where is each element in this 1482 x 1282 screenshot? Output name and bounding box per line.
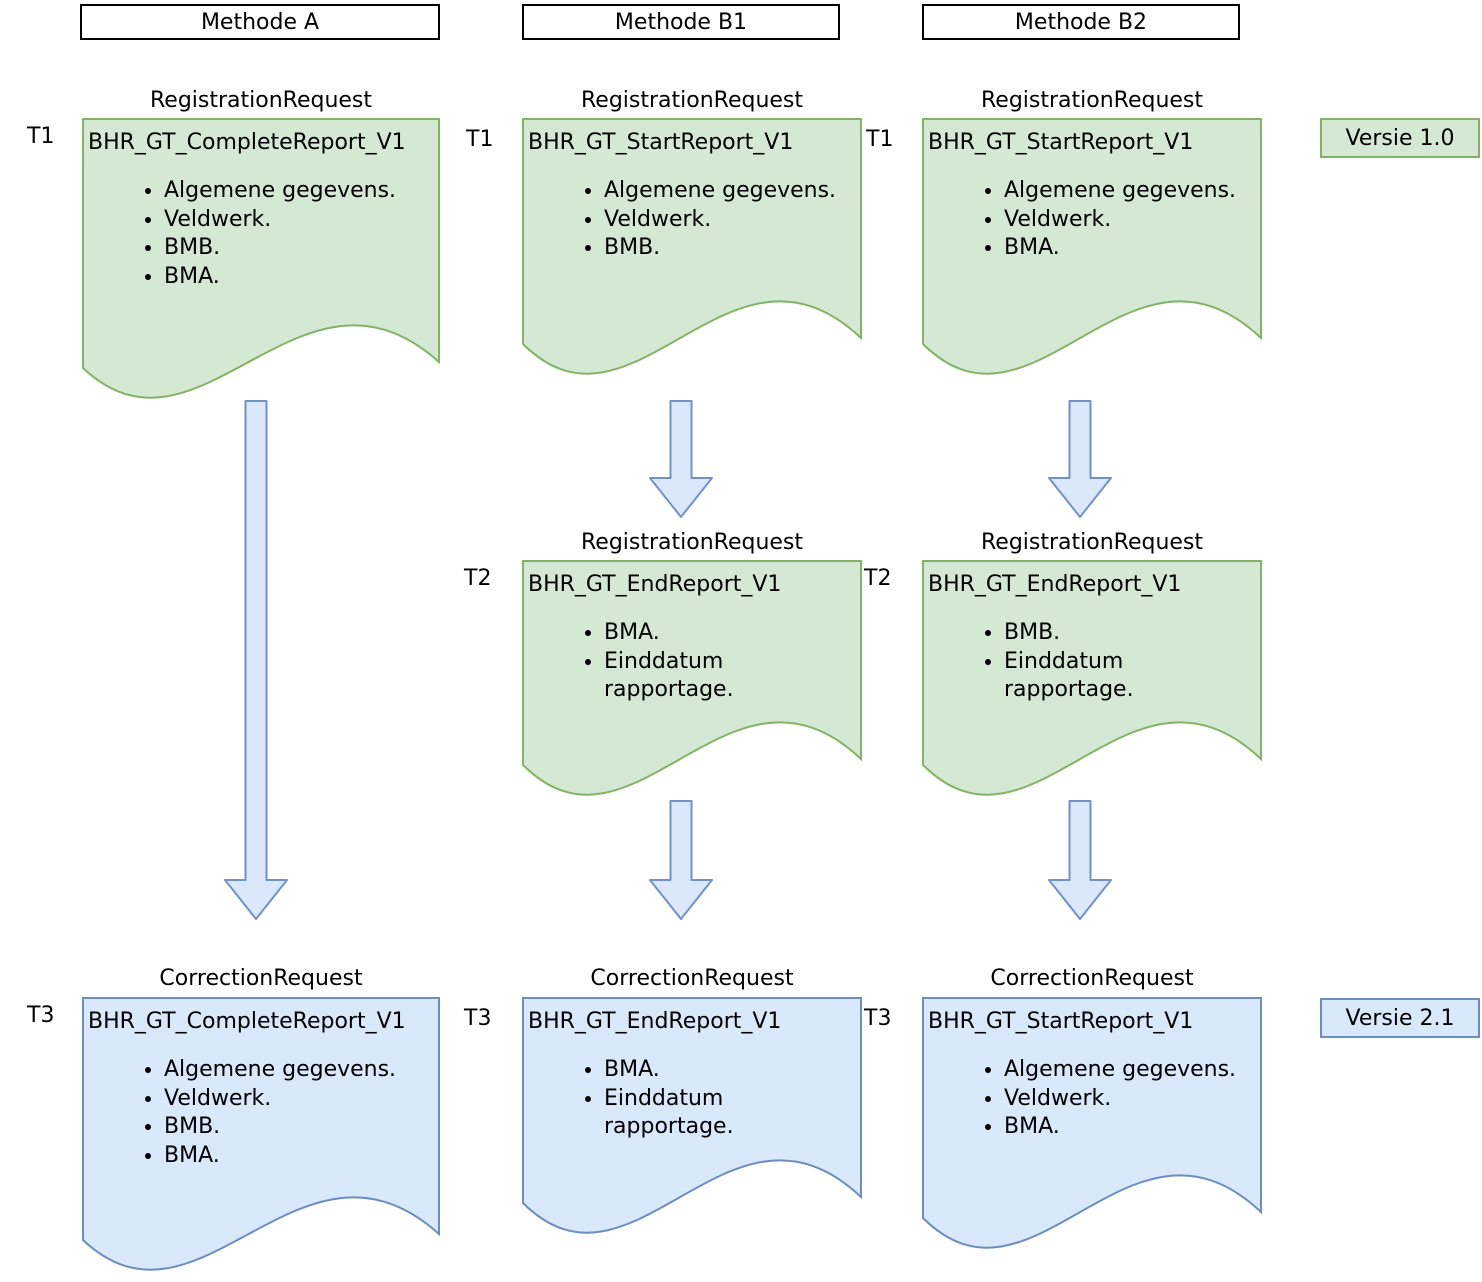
bullet-item: BMA. <box>1004 234 1248 263</box>
request-type-label: RegistrationRequest <box>980 88 1204 113</box>
time-label-t3: T3 <box>464 1006 492 1031</box>
document-node-a-t1: BHR_GT_CompleteReport_V1 Algemene gegeve… <box>82 118 440 408</box>
document-title: BHR_GT_EndReport_V1 <box>528 1009 782 1034</box>
document-bullet-list: BMA.Einddatum rapportage. <box>522 619 862 705</box>
document-node-b2-t2: BHR_GT_EndReport_V1 BMB.Einddatum rappor… <box>922 560 1262 805</box>
document-bullet-list: BMB.Einddatum rapportage. <box>922 619 1262 705</box>
document-node-b1-t1: BHR_GT_StartReport_V1 Algemene gegevens.… <box>522 118 862 384</box>
document-node-b2-t1: BHR_GT_StartReport_V1 Algemene gegevens.… <box>922 118 1262 384</box>
time-label-t2: T2 <box>464 566 492 591</box>
down-arrow-icon <box>649 800 713 920</box>
version-badge-2-1: Versie 2.1 <box>1320 998 1480 1038</box>
bullet-item: BMB. <box>604 234 848 263</box>
request-type-label: RegistrationRequest <box>580 530 804 555</box>
method-header-label: Methode A <box>200 9 320 35</box>
bullet-item: Algemene gegevens. <box>164 177 426 206</box>
bullet-item: Einddatum rapportage. <box>1004 648 1248 705</box>
time-label-t1: T1 <box>466 127 494 152</box>
method-header-a: Methode A <box>80 4 440 40</box>
document-node-b1-t2: BHR_GT_EndReport_V1 BMA.Einddatum rappor… <box>522 560 862 805</box>
method-header-label: Methode B1 <box>614 9 748 35</box>
document-title: BHR_GT_EndReport_V1 <box>528 572 782 597</box>
bullet-item: Veldwerk. <box>164 206 426 235</box>
bullet-item: Einddatum rapportage. <box>604 648 848 705</box>
time-label-t2: T2 <box>864 566 892 591</box>
document-title: BHR_GT_StartReport_V1 <box>528 130 794 155</box>
document-shape <box>82 118 440 399</box>
request-type-label: CorrectionRequest <box>159 966 363 991</box>
bullet-item: Veldwerk. <box>604 206 848 235</box>
bullet-item: Veldwerk. <box>1004 1085 1248 1114</box>
bullet-item: BMB. <box>1004 619 1248 648</box>
time-label-t3: T3 <box>864 1006 892 1031</box>
bullet-item: BMA. <box>604 1056 848 1085</box>
version-badge-label: Versie 2.1 <box>1345 1005 1455 1031</box>
bullet-item: BMA. <box>604 619 848 648</box>
bullet-item: Algemene gegevens. <box>1004 1056 1248 1085</box>
document-shape <box>522 997 862 1234</box>
document-bullet-list: Algemene gegevens.Veldwerk.BMB.BMA. <box>82 177 440 291</box>
down-arrow-icon <box>649 400 713 518</box>
bullet-item: BMA. <box>164 1142 426 1171</box>
down-arrow-icon <box>1048 800 1112 920</box>
method-header-b2: Methode B2 <box>922 4 1240 40</box>
down-arrow-icon <box>224 400 288 920</box>
method-header-label: Methode B2 <box>1014 9 1148 35</box>
bullet-item: BMA. <box>1004 1113 1248 1142</box>
document-shape <box>922 560 1262 796</box>
time-label-t1: T1 <box>27 124 55 149</box>
document-bullet-list: Algemene gegevens.Veldwerk.BMA. <box>922 1056 1262 1142</box>
document-shape <box>922 118 1262 375</box>
request-type-label: RegistrationRequest <box>149 88 373 113</box>
version-badge-1-0: Versie 1.0 <box>1320 118 1480 158</box>
time-label-t1: T1 <box>866 127 894 152</box>
document-shape <box>522 560 862 796</box>
document-bullet-list: BMA.Einddatum rapportage. <box>522 1056 862 1142</box>
bullet-item: Veldwerk. <box>1004 206 1248 235</box>
document-shape <box>522 118 862 375</box>
down-arrow-icon <box>1048 400 1112 518</box>
document-node-b1-t3: BHR_GT_EndReport_V1 BMA.Einddatum rappor… <box>522 997 862 1243</box>
version-badge-label: Versie 1.0 <box>1345 125 1455 151</box>
document-bullet-list: Algemene gegevens.Veldwerk.BMB. <box>522 177 862 263</box>
document-shape <box>82 997 440 1271</box>
bullet-item: BMB. <box>164 234 426 263</box>
request-type-label: RegistrationRequest <box>980 530 1204 555</box>
bullet-item: Algemene gegevens. <box>1004 177 1248 206</box>
bullet-item: BMB. <box>164 1113 426 1142</box>
request-type-label: CorrectionRequest <box>590 966 794 991</box>
document-title: BHR_GT_StartReport_V1 <box>928 1009 1194 1034</box>
document-bullet-list: Algemene gegevens.Veldwerk.BMA. <box>922 177 1262 263</box>
request-type-label: CorrectionRequest <box>990 966 1194 991</box>
request-type-label: RegistrationRequest <box>580 88 804 113</box>
document-shape <box>922 997 1262 1249</box>
document-bullet-list: Algemene gegevens.Veldwerk.BMB.BMA. <box>82 1056 440 1170</box>
bullet-item: Algemene gegevens. <box>604 177 848 206</box>
method-header-b1: Methode B1 <box>522 4 840 40</box>
document-node-a-t3: BHR_GT_CompleteReport_V1 Algemene gegeve… <box>82 997 440 1280</box>
document-title: BHR_GT_EndReport_V1 <box>928 572 1182 597</box>
document-title: BHR_GT_CompleteReport_V1 <box>88 1009 406 1034</box>
time-label-t3: T3 <box>27 1003 55 1028</box>
document-title: BHR_GT_CompleteReport_V1 <box>88 130 406 155</box>
bullet-item: BMA. <box>164 263 426 292</box>
bullet-item: Algemene gegevens. <box>164 1056 426 1085</box>
bullet-item: Einddatum rapportage. <box>604 1085 848 1142</box>
document-title: BHR_GT_StartReport_V1 <box>928 130 1194 155</box>
bullet-item: Veldwerk. <box>164 1085 426 1114</box>
document-node-b2-t3: BHR_GT_StartReport_V1 Algemene gegevens.… <box>922 997 1262 1258</box>
